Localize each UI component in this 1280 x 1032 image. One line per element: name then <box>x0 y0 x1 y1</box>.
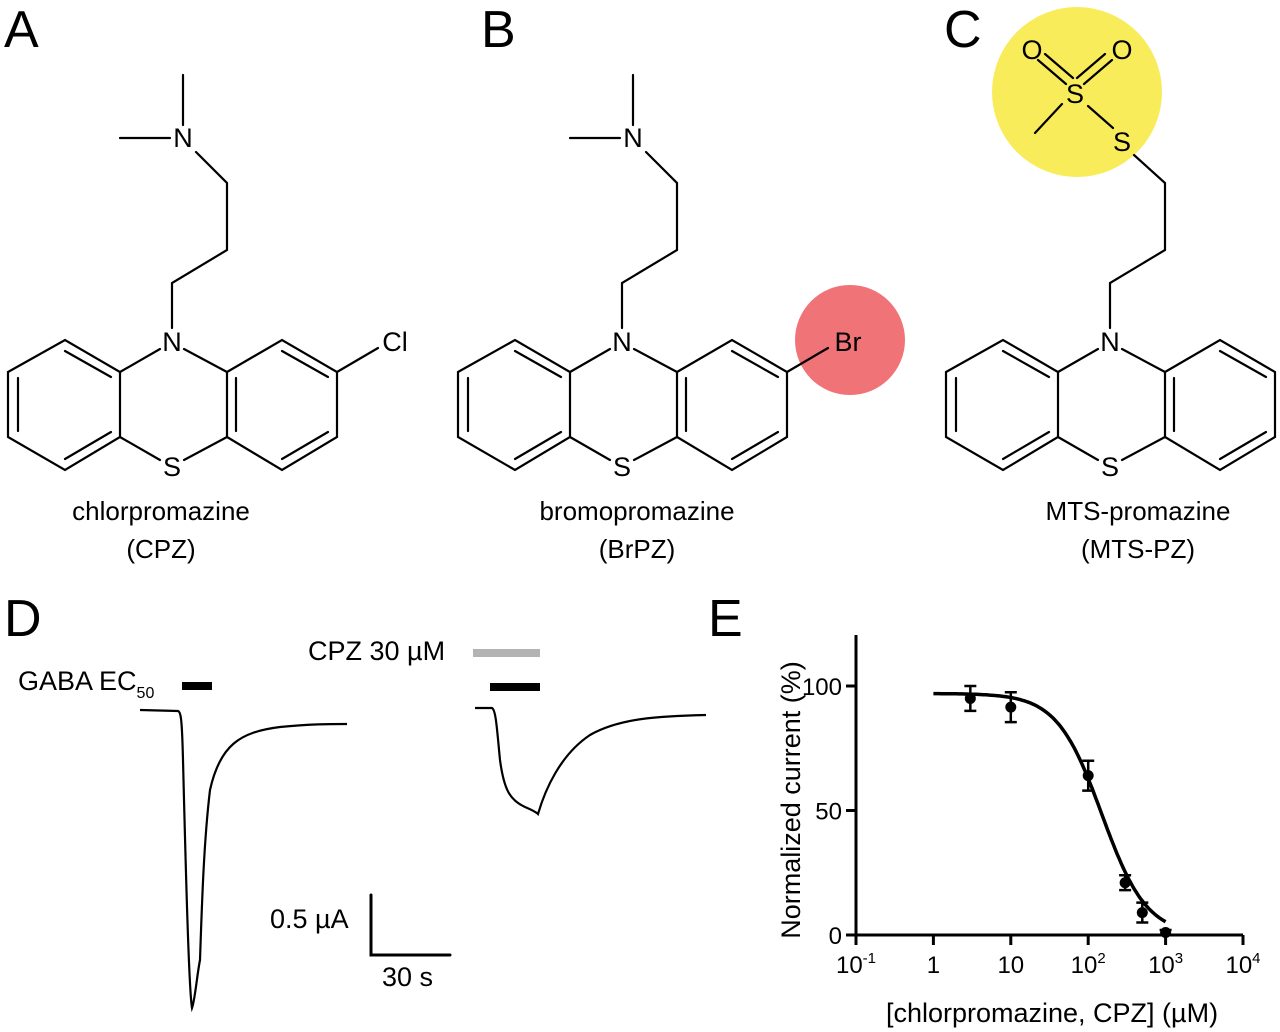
panel-letter-e: E <box>708 590 743 648</box>
cpz-label: CPZ 30 µM <box>308 636 445 666</box>
atom-s: S <box>613 452 631 482</box>
panel-d: D GABA EC50 CPZ 30 µM 0.5 µA 30 s <box>4 590 707 1013</box>
panel-b: B N S N Br bromopromazine (BrPZ) <box>456 1 905 564</box>
mts-bonds <box>1033 52 1115 135</box>
atom-n-ring: N <box>1100 327 1120 357</box>
gaba-label: GABA EC50 <box>18 666 154 702</box>
panel-letter-a: A <box>4 1 39 59</box>
x-tick-label: 1 <box>927 952 940 979</box>
data-point <box>1136 907 1148 919</box>
x-tick-label: 10 <box>997 952 1024 979</box>
atom-n-ring: N <box>612 327 632 357</box>
mts-highlight <box>992 7 1162 177</box>
scale-current-label: 0.5 µA <box>270 904 349 934</box>
scale-bar <box>369 893 452 957</box>
x-axis-label: [chlorpromazine, CPZ] (µM) <box>886 998 1218 1028</box>
data-point <box>1119 877 1131 889</box>
atom-s: S <box>163 452 181 482</box>
brpz-structure: N S N Br <box>456 73 862 482</box>
current-trace-cpz <box>475 706 707 817</box>
atom-n-ring: N <box>162 327 182 357</box>
x-tick-label: 102 <box>1071 950 1106 979</box>
scale-time-label: 30 s <box>382 962 433 992</box>
y-tick-label: 0 <box>829 923 842 950</box>
data-point <box>1160 927 1172 939</box>
x-tick-label: 103 <box>1148 950 1183 979</box>
atom-n-amine: N <box>623 123 643 153</box>
panel-letter-d: D <box>4 590 42 648</box>
panel-letter-c: C <box>944 1 982 59</box>
y-tick-label: 50 <box>815 799 842 826</box>
y-axis-label: Normalized current (%) <box>776 661 806 939</box>
x-tick-label: 104 <box>1225 950 1260 979</box>
atom-s-ring: S <box>1101 452 1119 482</box>
compound-name-c: MTS-promazine <box>1046 496 1231 526</box>
atom-o-2: O <box>1111 35 1132 65</box>
cpz-structure: N S N Cl <box>6 73 408 482</box>
compound-abbr-a: (CPZ) <box>126 534 195 564</box>
compound-name-a: chlorpromazine <box>72 496 250 526</box>
gaba-application-bar <box>182 682 212 690</box>
panel-letter-b: B <box>481 1 516 59</box>
panel-c: C S S O O N S MTS-promazine (MTS-PZ) <box>944 1 1277 564</box>
atom-n-amine: N <box>173 123 193 153</box>
fit-curve <box>933 691 1167 924</box>
y-tick-label: 100 <box>802 674 842 701</box>
bromine-highlight <box>795 285 905 395</box>
atom-br: Br <box>835 327 862 357</box>
compound-abbr-b: (BrPZ) <box>599 534 676 564</box>
gaba-coapplication-bar <box>490 683 540 691</box>
x-tick-label: 10-1 <box>836 950 876 979</box>
atom-cl: Cl <box>382 327 408 357</box>
panel-a: A N S N Cl chlorpromazine (CPZ) <box>4 1 408 564</box>
data-point <box>1005 701 1017 713</box>
cpz-application-bar <box>473 649 540 657</box>
compound-name-b: bromopromazine <box>539 496 734 526</box>
atom-s-sulfonyl: S <box>1066 79 1084 109</box>
atom-o-1: O <box>1021 35 1042 65</box>
dose-response-chart: 0 50 100 10-1 1 10 102 103 104 <box>802 635 1261 979</box>
compound-abbr-c: (MTS-PZ) <box>1081 534 1195 564</box>
panel-e: E 0 50 100 10-1 1 10 102 103 104 Normalized curr… <box>708 590 1261 1028</box>
axes <box>854 635 1243 937</box>
data-point <box>1082 770 1094 782</box>
current-trace-gaba <box>139 708 348 1013</box>
data-point <box>964 692 976 704</box>
mtspz-structure <box>944 153 1277 472</box>
atom-s-thiol: S <box>1113 127 1131 157</box>
